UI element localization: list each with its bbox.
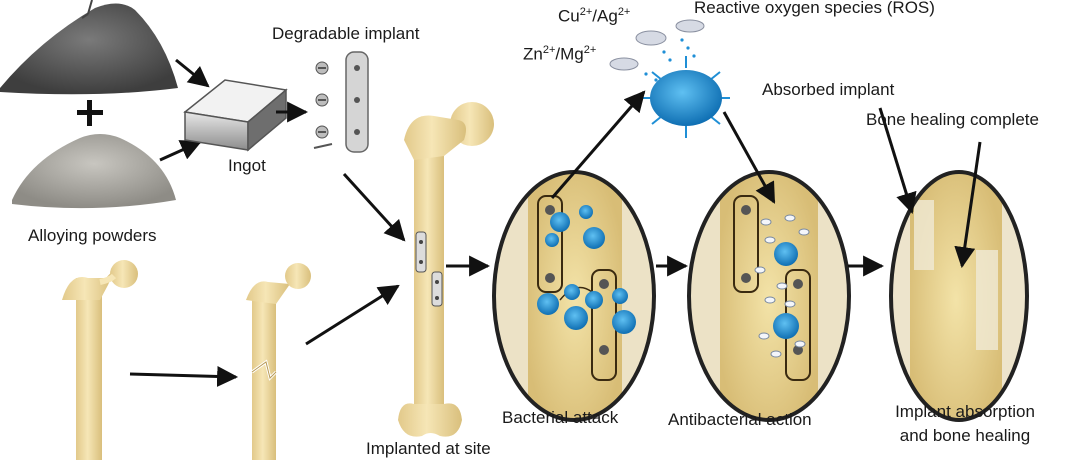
ion-zn-charge: 2+	[542, 44, 556, 56]
ion-mg-text: /Mg	[555, 44, 584, 64]
metal-powder-pile	[0, 0, 178, 95]
ros-bubbles	[609, 19, 705, 71]
healthy-femur	[62, 260, 138, 460]
label-implant-absorption: Implant absorption and bone healing	[870, 400, 1060, 448]
bone-plate	[345, 51, 369, 153]
label-reactive-oxygen-species: Reactive oxygen species (ROS)	[694, 0, 935, 17]
label-absorbed-implant: Absorbed implant	[762, 80, 895, 99]
label-implant-absorption-line1: Implant absorption	[895, 402, 1035, 421]
alloying-powder-pile	[12, 134, 176, 209]
label-alloying-powders: Alloying powders	[28, 226, 157, 245]
label-ingot: Ingot	[228, 156, 266, 175]
ion-mg-charge: 2+	[583, 44, 597, 56]
label-bone-healing-complete: Bone healing complete	[866, 110, 1039, 129]
label-implant-absorption-line2: and bone healing	[899, 426, 1031, 445]
ros-bacterium	[642, 56, 730, 138]
ion-ag-charge: 2+	[617, 6, 631, 18]
ion-cu-charge: 2+	[579, 6, 593, 18]
arrow-ros-to-antibacterial	[722, 111, 776, 204]
arrow-powder-to-ingot	[175, 58, 210, 88]
bacterial-attack-circle	[492, 170, 656, 422]
bone-healing-circle	[889, 170, 1029, 422]
ion-zn-text: Zn	[523, 44, 543, 64]
ion-ag-text: /Ag	[592, 6, 618, 26]
ion-cu-text: Cu	[558, 6, 580, 26]
arrow-fracture-to-implanted	[305, 284, 400, 346]
screws-group	[313, 61, 333, 149]
pointer-bone-healing	[954, 141, 982, 269]
arrow-femur-to-fracture	[129, 365, 239, 387]
label-antibacterial-action: Antibacterial action	[668, 410, 812, 429]
fractured-femur	[246, 263, 311, 460]
bacteria-dying	[773, 242, 799, 339]
arrow-implant-to-bone	[342, 172, 406, 242]
ion-particles	[754, 214, 810, 358]
label-ion-cu-ag: Cu2+/Ag2+	[558, 6, 630, 27]
ingot-block	[183, 79, 288, 152]
arrow-attack-to-ros	[550, 90, 646, 199]
arrow-alloy-to-ingot	[159, 140, 202, 162]
implanted-femur	[398, 102, 494, 437]
bacteria-cluster	[537, 205, 636, 334]
plus-icon	[77, 100, 103, 126]
ros-dots	[644, 38, 696, 82]
label-implanted-at-site: Implanted at site	[366, 439, 491, 458]
label-degradable-implant: Degradable implant	[272, 24, 420, 43]
antibacterial-action-circle	[687, 170, 851, 422]
pointer-absorbed-implant	[878, 107, 917, 215]
label-bacterial-attack: Bacterial attack	[502, 408, 619, 427]
label-ion-zn-mg: Zn2+/Mg2+	[523, 44, 596, 65]
